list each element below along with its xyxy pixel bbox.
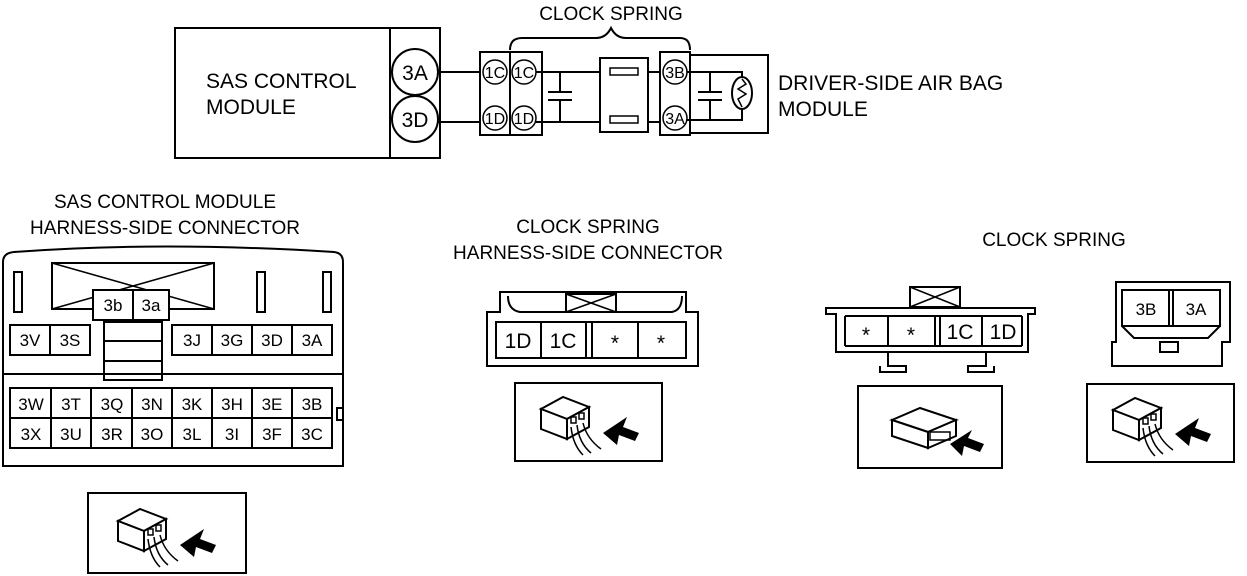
sas-pin: 3J: [183, 331, 201, 350]
cs-left-pin: 1D: [990, 321, 1017, 344]
sas-pin: 3A: [302, 331, 323, 350]
cs-left-pin: *: [862, 324, 870, 347]
clock-spring-brace: [509, 25, 691, 51]
cs-pin-3b: 3B: [665, 65, 685, 82]
sas-pin: 3K: [182, 395, 203, 414]
clock-spring-internal-wiring: [536, 71, 600, 123]
airbag-internal-wiring: [687, 71, 743, 121]
cs-left-pin: 1C: [947, 321, 974, 344]
clock-spring-harness-connector-view: CLOCK SPRING HARNESS-SIDE CONNECTOR 1D 1…: [453, 217, 723, 462]
cs-right-pin: 3B: [1136, 300, 1157, 319]
sas-module-box: [174, 27, 441, 159]
harness-side-view-icon: [1086, 383, 1235, 463]
cs-pin-1d-a: 1D: [485, 111, 505, 128]
sas-connector-title-line2: HARNESS-SIDE CONNECTOR: [30, 218, 300, 239]
cs-pin-1c-a: 1C: [485, 65, 505, 82]
airbag-module-box: [689, 54, 769, 134]
sas-pin: 3T: [61, 395, 81, 414]
sas-pin: 3H: [221, 395, 243, 414]
sas-pin: 3S: [60, 331, 81, 350]
sas-module-label-line1: SAS CONTROL: [206, 70, 357, 93]
cs-harness-title-line1: CLOCK SPRING: [516, 217, 660, 238]
sas-pin-3d: 3D: [402, 109, 429, 132]
sas-pin-3a: 3A: [402, 62, 428, 85]
airbag-label-line1: DRIVER-SIDE AIR BAG: [778, 72, 1003, 95]
sas-pin: 3C: [301, 425, 323, 444]
cs-harness-title-line2: HARNESS-SIDE CONNECTOR: [453, 243, 723, 264]
cs-harness-connector-body: [486, 291, 699, 367]
sas-row2: 3W 3T 3Q 3N 3K 3H 3E 3B 3X 3U 3R 3O 3L 3…: [9, 387, 333, 449]
cs-harness-pin: 1D: [505, 330, 532, 353]
sas-pin-3b-lower: 3b: [104, 296, 123, 315]
cs-pin-1d-b: 1D: [514, 111, 534, 128]
sas-pin: 3F: [262, 425, 282, 444]
harness-side-view-icon: [87, 492, 247, 574]
cs-pin-1c-b: 1C: [514, 65, 534, 82]
cs-left-connector-body: [825, 307, 1036, 353]
sas-pin: 3X: [21, 425, 42, 444]
sas-pin: 3I: [225, 425, 239, 444]
cs-right-pin: 3A: [1186, 300, 1207, 319]
sas-pin: 3V: [20, 331, 41, 350]
clock-spring-title-2: CLOCK SPRING: [982, 230, 1126, 251]
clock-spring-ribbon: [599, 57, 649, 133]
sas-pin-3d-circle: [391, 95, 439, 143]
sas-pin: 3Q: [101, 395, 124, 414]
sas-pin: 3R: [101, 425, 123, 444]
sas-pin: 3B: [302, 395, 323, 414]
sas-pin-3a-lower: 3a: [142, 296, 161, 315]
cs-right-connector-body: [1111, 281, 1231, 367]
sas-pin: 3N: [141, 395, 163, 414]
harness-side-view-icon: [514, 382, 663, 462]
squib-icon: [731, 76, 753, 110]
sas-pin: 3G: [221, 331, 244, 350]
wiring-schematic: CLOCK SPRING SAS CONTROL MODULE 3A 3D 1C…: [174, 4, 1003, 159]
sas-pin: 3D: [261, 331, 283, 350]
cs-left-pin: *: [907, 324, 915, 347]
clock-spring-connectors-view: CLOCK SPRING * * 1C 1D 3B: [825, 230, 1235, 469]
sas-pin: 3E: [262, 395, 283, 414]
cs-harness-pin: 1C: [550, 330, 577, 353]
sas-pin: 3L: [183, 425, 202, 444]
sas-row1: 3V 3S 3J 3G 3D 3A: [9, 324, 333, 356]
sas-connector-view: SAS CONTROL MODULE HARNESS-SIDE CONNECTO…: [2, 192, 344, 574]
cs-pin-3a: 3A: [665, 111, 685, 128]
sas-connector-body: [2, 245, 344, 467]
clock-spring-title: CLOCK SPRING: [539, 4, 683, 25]
sas-pin: 3U: [60, 425, 82, 444]
cs-harness-pin: *: [611, 332, 619, 355]
sas-pin: 3O: [141, 425, 164, 444]
terminal-side-view-icon: [857, 385, 1003, 469]
sas-module-label-line2: MODULE: [206, 96, 296, 119]
sas-pin: 3W: [18, 395, 44, 414]
airbag-label-line2: MODULE: [778, 98, 868, 121]
cs-harness-pin: *: [657, 332, 665, 355]
sas-connector-title-line1: SAS CONTROL MODULE: [54, 192, 276, 213]
